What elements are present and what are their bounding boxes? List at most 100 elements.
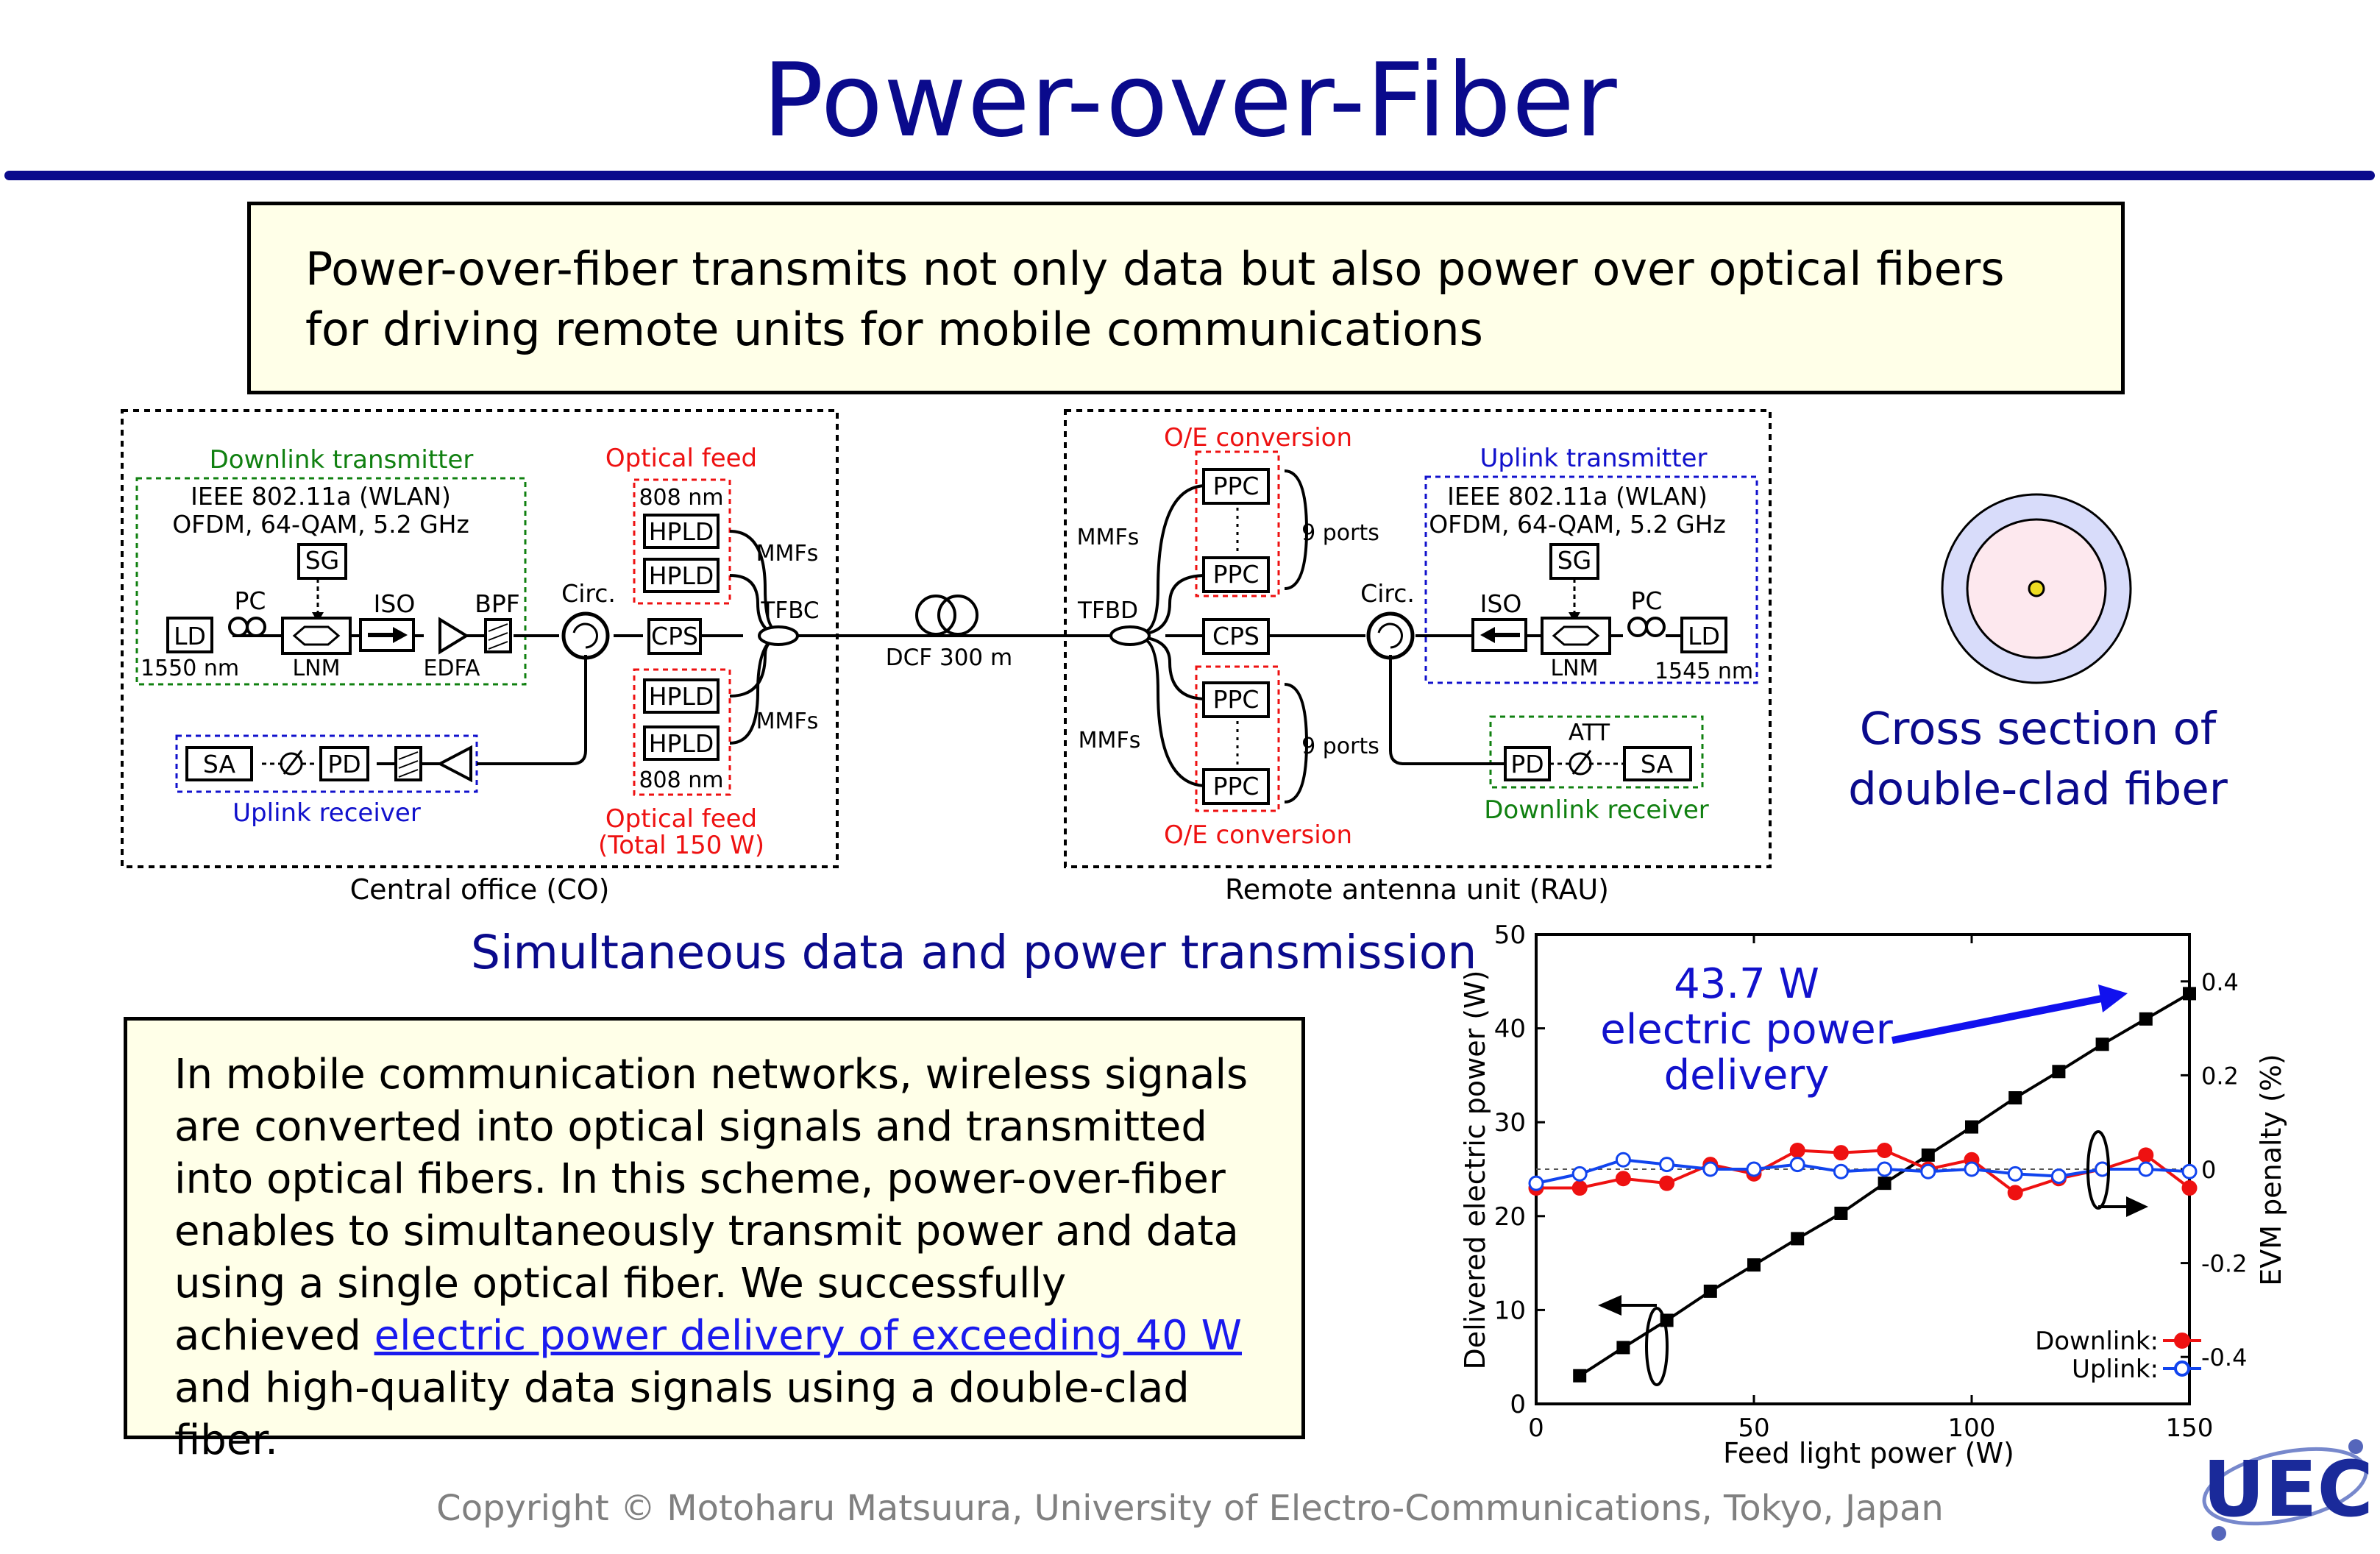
sg-co-box [297, 543, 347, 580]
downlink-point [2138, 1147, 2154, 1163]
uplink-point [2181, 1163, 2198, 1179]
tfbc-label: TFBC [760, 597, 819, 624]
hpld-wavelength-bottom: 808 nm [639, 767, 723, 793]
power-point [1703, 1284, 1717, 1298]
optical-feed-total-line2: (Total 150 W) [598, 831, 764, 860]
power-point [2183, 987, 2196, 1001]
edfa-label: EDFA [423, 656, 480, 681]
pd-co-box [319, 746, 369, 781]
co-wavelength-label: 1550 nm [141, 656, 239, 681]
y2-tick-label: 0.4 [2201, 968, 2239, 996]
downlink-point [2007, 1185, 2023, 1201]
tfbc-coupler [758, 625, 799, 646]
description-box: In mobile communication networks, wirele… [124, 1017, 1305, 1464]
y-tick-label: 10 [1494, 1296, 1526, 1325]
sg-rau-box [1549, 543, 1599, 580]
power-point [2139, 1012, 2153, 1026]
ppc-1-label: PPC [1213, 472, 1260, 500]
section-subtitle: Simultaneous data and power transmission [471, 926, 1477, 979]
ld-rau-label: LD [1688, 622, 1720, 650]
cross-section-caption-line1: Cross section of [1859, 703, 2217, 755]
uplink-point [1615, 1152, 1631, 1168]
ppc-2-label: PPC [1213, 560, 1260, 589]
legend-uplink-label: Uplink: [2072, 1355, 2159, 1384]
sa-rau-box [1623, 746, 1692, 781]
legend-downlink-marker [2174, 1333, 2190, 1349]
intro-box: Power-over-fiber transmits not only data… [247, 202, 2125, 394]
intro-text: Power-over-fiber transmits not only data… [305, 242, 2005, 356]
circ-co-label: Circ. [561, 579, 616, 608]
uplink-point [1702, 1161, 1719, 1177]
y2-tick-label: -0.4 [2201, 1344, 2247, 1372]
uplink-point [2007, 1166, 2023, 1182]
optical-feed-frame-bottom [633, 668, 731, 796]
hpld-1-box [643, 514, 720, 549]
ld-rau-box [1680, 617, 1727, 653]
hpld-4-label: HPLD [649, 729, 714, 758]
cps-rau-label: CPS [1212, 622, 1260, 650]
power-point [1791, 1232, 1805, 1246]
annotation-line3: delivery [1664, 1051, 1830, 1099]
annotation-line1: 43.7 W [1674, 960, 1819, 1008]
y2-tick-label: 0 [2201, 1156, 2216, 1184]
pd-rau-box [1504, 746, 1551, 781]
circ-rau-label: Circ. [1360, 579, 1415, 608]
y-tick-label: 0 [1510, 1390, 1526, 1419]
hpld-wavelength-top: 808 nm [639, 485, 723, 511]
uplink-point [1659, 1157, 1675, 1173]
uplink-point [1964, 1161, 1980, 1177]
rau-signal-line1: IEEE 802.11a (WLAN) [1447, 482, 1708, 511]
cross-section-caption-line2: double-clad fiber [1848, 763, 2228, 815]
co-signal-line1: IEEE 802.11a (WLAN) [191, 482, 451, 511]
ppc-1-box [1202, 468, 1270, 505]
logo-text: UEC [2203, 1444, 2373, 1534]
downlink-point [1659, 1175, 1675, 1191]
pc-rau-label: PC [1631, 586, 1663, 615]
pc-co-label: PC [235, 586, 266, 615]
sa-rau-label: SA [1641, 750, 1674, 778]
uplink-point [1528, 1175, 1544, 1191]
hpld-3-box [643, 678, 720, 714]
y-axis-label: Delivered electric power (W) [1459, 970, 1491, 1369]
uplink-point [2138, 1161, 2154, 1177]
x-tick-label: 100 [1948, 1413, 1996, 1443]
uplink-point [1746, 1161, 1762, 1177]
fiber-cross-section [1941, 493, 2132, 684]
downlink-point [1615, 1171, 1631, 1187]
ppc-4-box [1202, 768, 1270, 805]
tfbd-label: TFBD [1077, 597, 1138, 624]
y2-tick-label: 0.2 [2201, 1062, 2239, 1090]
title-divider [4, 171, 2375, 180]
mmfs-rau-bottom: MMFs [1079, 728, 1141, 753]
ppc-4-label: PPC [1213, 772, 1260, 801]
power-point [2008, 1091, 2022, 1105]
description-link[interactable]: electric power delivery of exceeding 40 … [374, 1312, 1242, 1360]
power-point [1573, 1369, 1587, 1383]
oe-conversion-bottom: O/E conversion [1164, 820, 1352, 850]
lnm-rau-label: LNM [1550, 656, 1598, 681]
pd-rau-label: PD [1510, 750, 1544, 778]
copyright-text: Copyright © Motoharu Matsuura, Universit… [436, 1488, 1944, 1529]
dcf-label: DCF 300 m [886, 645, 1012, 671]
annotation-line2: electric power [1600, 1006, 1893, 1054]
y-tick-label: 40 [1494, 1015, 1526, 1044]
y-tick-label: 20 [1494, 1202, 1526, 1232]
downlink-point [1789, 1142, 1805, 1158]
tfbd-coupler [1109, 625, 1151, 646]
hpld-2-label: HPLD [649, 561, 714, 590]
downlink-point [2181, 1180, 2198, 1196]
downlink-point [1877, 1142, 1893, 1158]
mmfs-rau-top: MMFs [1077, 525, 1140, 550]
uplink-transmitter-frame [1424, 475, 1758, 684]
rau-frame [1064, 409, 1772, 868]
co-frame [121, 409, 839, 868]
mmfs-co-top: MMFs [756, 541, 819, 567]
y-tick-label: 50 [1494, 920, 1526, 950]
power-point [1965, 1120, 1978, 1134]
uplink-series-line [1535, 1158, 2190, 1185]
ppc-2-box [1202, 556, 1270, 593]
uplink-point [1877, 1161, 1893, 1177]
left-axis-indicator [1619, 1304, 1669, 1386]
